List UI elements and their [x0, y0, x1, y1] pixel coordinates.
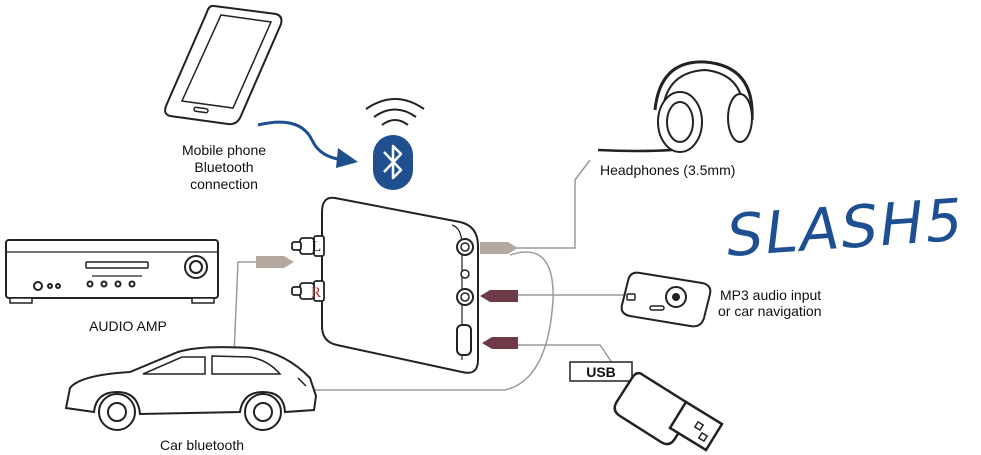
phone-label: Mobile phone Bluetooth connection — [182, 142, 266, 192]
phone-label-line1: Mobile phone — [182, 142, 266, 158]
usb-label-box — [569, 361, 633, 382]
headphones-label: Headphones (3.5mm) — [600, 162, 735, 178]
usb-stick-icon — [613, 371, 724, 452]
rca-plug-left — [291, 235, 325, 257]
line-to-car — [300, 251, 554, 391]
mp3-label-line2: or car navigation — [718, 303, 822, 319]
audio-amp-icon — [5, 239, 219, 304]
audio-amp-label: AUDIO AMP — [89, 318, 167, 334]
mp3-label-line1: MP3 audio input — [720, 287, 821, 303]
arrow-amp-out — [256, 256, 294, 268]
headphones-icon — [597, 60, 754, 153]
phone-label-line3: connection — [190, 176, 258, 192]
wifi-waves-icon — [365, 98, 425, 126]
usb-port — [456, 324, 472, 356]
arrow-usb-in — [482, 337, 518, 349]
line-amp-car — [233, 261, 260, 356]
jack-label-right: R — [311, 285, 321, 301]
arrow-headphones-out — [480, 242, 518, 254]
brand-logo: SLASH5 — [724, 186, 966, 270]
bluetooth-arrow — [257, 120, 358, 168]
usb-label: USB — [586, 364, 616, 380]
connection-lines — [233, 159, 628, 391]
bluetooth-icon — [373, 135, 413, 190]
car-icon — [64, 346, 318, 431]
jack-label-left: L — [312, 239, 321, 255]
adapter-device-icon: L R — [291, 196, 479, 374]
car-bluetooth-label: Car bluetooth — [160, 437, 244, 453]
indicator-led — [460, 269, 470, 279]
phone-label-line2: Bluetooth — [194, 159, 253, 175]
line-to-headphones — [515, 159, 591, 249]
rca-plug-right — [291, 280, 325, 302]
mobile-phone-icon — [164, 4, 283, 126]
mp3-player-icon — [620, 271, 712, 328]
arrow-mp3-in — [480, 290, 518, 302]
